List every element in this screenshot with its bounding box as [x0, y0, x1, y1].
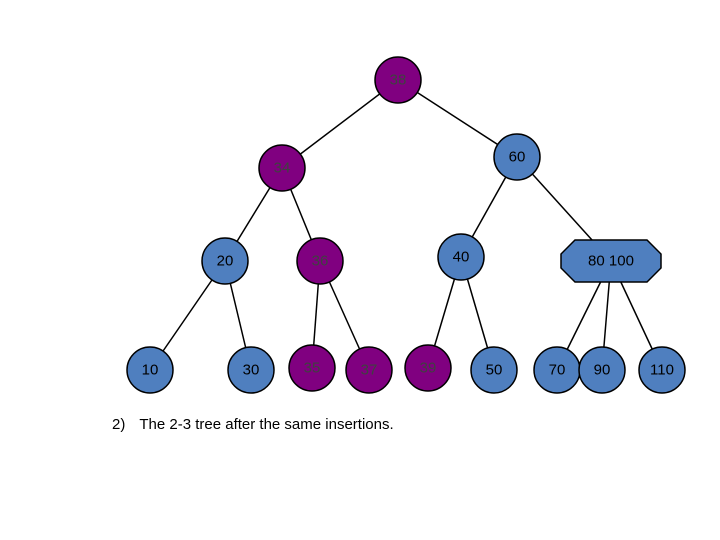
- tree-node-50: 50: [470, 346, 518, 394]
- tree-node-38: 38: [374, 56, 422, 104]
- node-label: 50: [486, 362, 503, 379]
- caption-text: The 2-3 tree after the same insertions.: [139, 416, 394, 433]
- node-label: 10: [142, 362, 159, 379]
- node-shape: [288, 344, 336, 392]
- node-label: 38: [390, 72, 407, 89]
- tree-node-90: 90: [578, 346, 626, 394]
- node-label: 30: [243, 362, 260, 379]
- node-label: 40: [453, 249, 470, 266]
- node-label: 110: [650, 362, 674, 379]
- tree-node-36: 36: [296, 237, 344, 285]
- tree-node-70: 70: [533, 346, 581, 394]
- node-label: 34: [274, 160, 291, 177]
- node-label: 80 100: [588, 253, 634, 270]
- tree-node-10: 10: [126, 346, 174, 394]
- node-shape: [345, 346, 393, 394]
- edge-n38-n34: [281, 79, 399, 169]
- tree-node-80: 80 100: [560, 239, 662, 283]
- node-shape: [437, 233, 485, 281]
- node-shape: [404, 344, 452, 392]
- tree-node-30: 30: [227, 346, 275, 394]
- node-shape: [470, 346, 518, 394]
- node-shape: [578, 346, 626, 394]
- figure-caption: 2) The 2-3 tree after the same insertions…: [112, 416, 394, 433]
- node-shape: [126, 346, 174, 394]
- node-label: 20: [217, 253, 234, 270]
- node-shape: [227, 346, 275, 394]
- tree-nodes: 38 34 60 20 36 40 80 100 10 30 35 37 39 50 70 90 110: [126, 56, 686, 394]
- tree-node-39: 39: [404, 344, 452, 392]
- node-shape: [493, 133, 541, 181]
- node-label: 60: [509, 149, 526, 166]
- tree-edges: [149, 79, 663, 371]
- node-label: 37: [361, 362, 378, 379]
- node-shape: [638, 346, 686, 394]
- tree-node-60: 60: [493, 133, 541, 181]
- node-shape: [296, 237, 344, 285]
- tree-node-37: 37: [345, 346, 393, 394]
- tree-node-35: 35: [288, 344, 336, 392]
- node-shape: [258, 144, 306, 192]
- tree-node-110: 110: [638, 346, 686, 394]
- tree-node-40: 40: [437, 233, 485, 281]
- node-shape: [560, 239, 662, 283]
- node-label: 39: [420, 360, 437, 377]
- tree-node-20: 20: [201, 237, 249, 285]
- tree-node-34: 34: [258, 144, 306, 192]
- node-shape: [374, 56, 422, 104]
- node-label: 70: [549, 362, 566, 379]
- node-label: 36: [312, 253, 329, 270]
- node-label: 35: [304, 360, 321, 377]
- node-shape: [201, 237, 249, 285]
- caption-number: 2): [112, 416, 126, 433]
- node-label: 90: [594, 362, 611, 379]
